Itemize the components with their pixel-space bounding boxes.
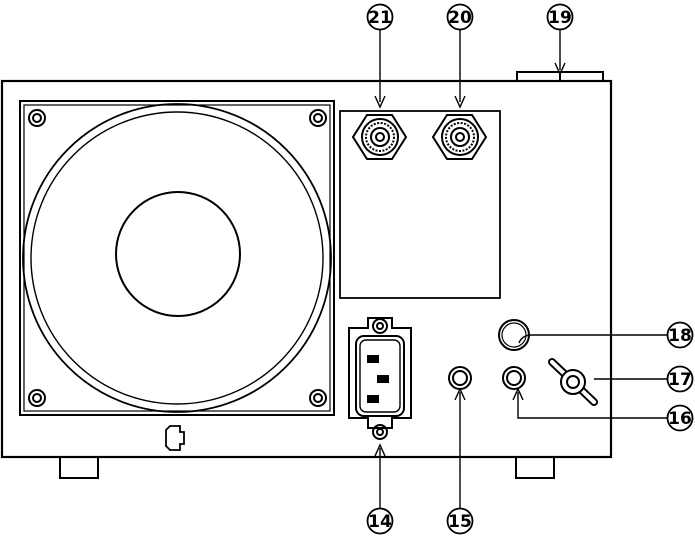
cabinet-outline bbox=[2, 81, 611, 457]
callout-21: 21 bbox=[368, 5, 393, 30]
callout-number: 19 bbox=[548, 8, 572, 28]
foot-right bbox=[516, 456, 554, 478]
callout-number: 14 bbox=[368, 512, 392, 532]
callout-17: 17 bbox=[668, 367, 693, 392]
callout-number: 18 bbox=[668, 326, 692, 346]
callout-16: 16 bbox=[668, 406, 693, 431]
callout-20: 20 bbox=[448, 5, 473, 30]
callout-number: 21 bbox=[368, 8, 392, 28]
callout-number: 17 bbox=[668, 370, 692, 390]
callout-15: 15 bbox=[448, 509, 473, 534]
callout-19: 19 bbox=[548, 5, 573, 30]
callout-18: 18 bbox=[668, 323, 693, 348]
callout-number: 16 bbox=[668, 409, 692, 429]
callout-number: 20 bbox=[448, 8, 472, 28]
svg-text:.: . bbox=[457, 462, 458, 466]
foot-left bbox=[60, 456, 98, 478]
callout-number: 15 bbox=[448, 512, 472, 532]
callout-14: 14 bbox=[368, 509, 393, 534]
